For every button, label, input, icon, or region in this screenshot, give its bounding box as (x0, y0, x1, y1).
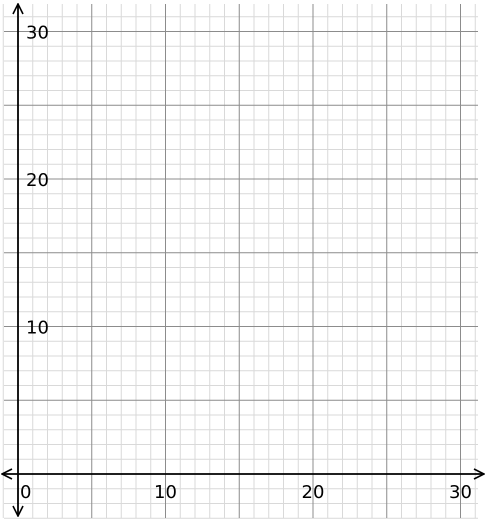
x-tick-label: 0 (20, 482, 31, 503)
x-tick-label: 30 (449, 482, 472, 503)
y-tick-label: 30 (26, 23, 49, 44)
tick-labels: 0 10 20 30 10 20 30 (20, 23, 472, 504)
y-tick-label: 10 (26, 318, 49, 339)
x-tick-label: 20 (302, 482, 325, 503)
axes (2, 4, 484, 516)
x-tick-label: 10 (154, 482, 177, 503)
minor-grid (2, 4, 478, 519)
major-grid (4, 4, 478, 518)
y-tick-label: 20 (26, 170, 49, 191)
